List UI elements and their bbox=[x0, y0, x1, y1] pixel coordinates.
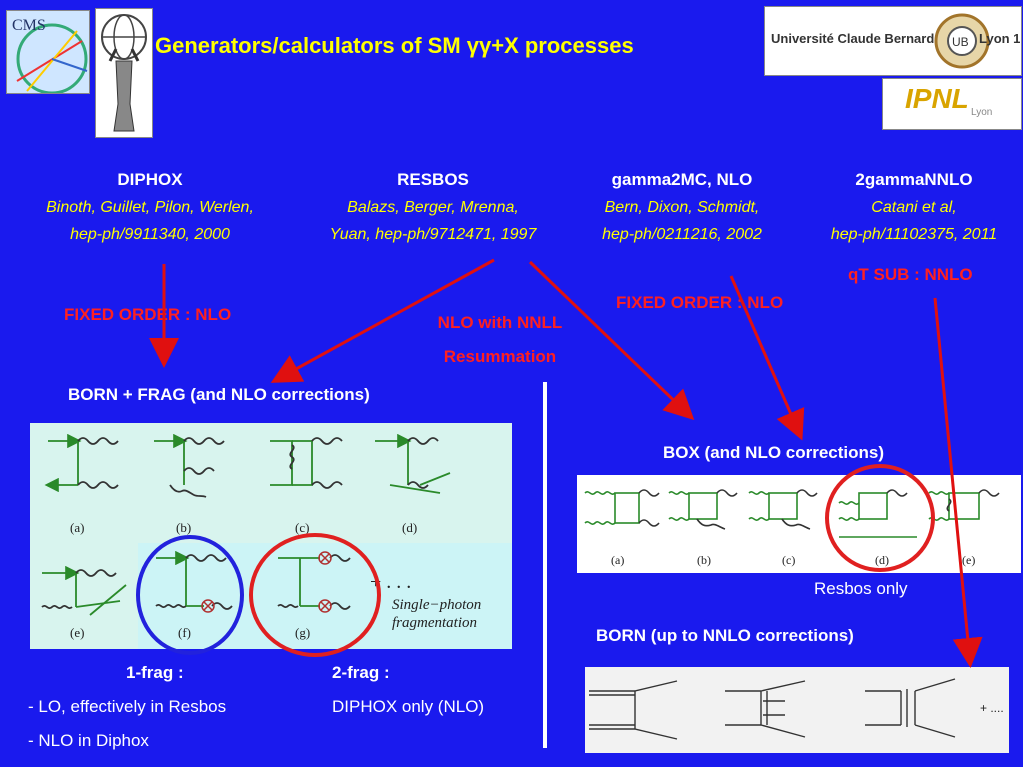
diagram-label: (d) bbox=[875, 553, 889, 567]
arrow-resbos-to-born-frag bbox=[270, 258, 495, 383]
one-frag-highlight bbox=[136, 535, 244, 655]
column-gamma2mc: gamma2MC, NLO Bern, Dixon, Schmidt, hep-… bbox=[572, 170, 792, 244]
diagram-label: (e) bbox=[70, 625, 85, 640]
diagram-label: (g) bbox=[295, 625, 311, 640]
university-seal-icon: UB bbox=[934, 13, 990, 69]
ipnl-logo-subtext: Lyon bbox=[971, 107, 993, 118]
label-resummation: Resummation bbox=[443, 347, 557, 366]
two-frag-title: 2-frag : bbox=[332, 663, 390, 682]
one-frag-title: 1-frag : bbox=[126, 663, 184, 682]
born-nnlo-plus-more: + .... bbox=[980, 701, 1004, 715]
ipnl-logo-text: IPNL bbox=[905, 83, 969, 114]
born-frag-diagram-panel: (a) (b) (c) (d) (e) (f) (g) + . . . Sing… bbox=[30, 423, 512, 649]
column-name: 2gammaNNLO bbox=[855, 170, 973, 189]
box-diagram-panel: (a) (b) (c) (d) (e) bbox=[577, 475, 1021, 573]
column-name: DIPHOX bbox=[117, 170, 183, 189]
born-nnlo-diagram-panel: + .... bbox=[585, 667, 1009, 753]
atlas-figure-logo bbox=[95, 8, 153, 138]
diagram-label: (a) bbox=[611, 553, 625, 567]
two-frag-highlight bbox=[249, 533, 381, 657]
resbos-only-highlight bbox=[825, 464, 935, 572]
column-2gammannlo: 2gammaNNLO Catani et al, hep-ph/11102375… bbox=[806, 170, 1022, 244]
column-authors: Balazs, Berger, Mrenna, bbox=[347, 199, 519, 216]
column-authors: Bern, Dixon, Schmidt, bbox=[604, 199, 760, 216]
cms-logo: CMS bbox=[6, 10, 90, 95]
atlas-figure-icon bbox=[101, 14, 147, 132]
note-resbos-only: Resbos only bbox=[814, 579, 908, 598]
arrow-2gammannlo-to-born bbox=[933, 297, 983, 668]
column-ref: hep-ph/0211216, 2002 bbox=[602, 226, 762, 243]
column-ref: hep-ph/11102375, 2011 bbox=[830, 226, 998, 243]
fragmentation-caption-2: fragmentation bbox=[392, 615, 477, 631]
cms-logo-text: CMS bbox=[12, 17, 46, 34]
label-nlo-nnll: NLO with NNLL bbox=[437, 313, 563, 332]
column-ref: Yuan, hep-ph/9712471, 1997 bbox=[329, 226, 537, 243]
diagram-label: (a) bbox=[70, 520, 85, 535]
one-frag-note-1: - LO, effectively in Resbos bbox=[28, 697, 227, 716]
column-name: gamma2MC, NLO bbox=[611, 170, 753, 189]
label-fixed-order-diphox: FIXED ORDER : NLO bbox=[64, 305, 232, 324]
column-ref: hep-ph/9911340, 2000 bbox=[70, 226, 230, 243]
diagram-label: (b) bbox=[176, 520, 192, 535]
born-nnlo-diagrams bbox=[589, 678, 956, 740]
svg-text:UB: UB bbox=[952, 35, 969, 49]
heading-born-frag: BORN + FRAG (and NLO corrections) bbox=[68, 385, 370, 404]
ipnl-logo: IPNL Lyon bbox=[882, 78, 1022, 130]
diagram-label: (c) bbox=[295, 520, 310, 535]
heading-box: BOX (and NLO corrections) bbox=[663, 443, 885, 462]
column-authors: Catani et al, bbox=[871, 199, 957, 216]
arrow-gamma2mc-to-box bbox=[729, 275, 805, 441]
born-frag-diagrams bbox=[41, 433, 451, 616]
diagram-label: (d) bbox=[402, 520, 418, 535]
column-authors: Binoth, Guillet, Pilon, Werlen, bbox=[46, 199, 254, 216]
column-resbos: RESBOS Balazs, Berger, Mrenna, Yuan, hep… bbox=[296, 170, 570, 244]
label-qt-sub: qT SUB : NNLO bbox=[848, 265, 973, 284]
arrow-resbos-to-box bbox=[528, 260, 695, 421]
heading-born-nnlo: BORN (up to NNLO corrections) bbox=[596, 626, 854, 645]
column-diphox: DIPHOX Binoth, Guillet, Pilon, Werlen, h… bbox=[4, 170, 296, 244]
column-name: RESBOS bbox=[397, 170, 469, 189]
university-lyon: Lyon 1 bbox=[979, 31, 1021, 46]
box-diagrams bbox=[584, 489, 1000, 538]
diagram-label: (f) bbox=[178, 625, 191, 640]
diagram-label: (e) bbox=[962, 553, 976, 567]
one-frag-note-2: - NLO in Diphox bbox=[28, 731, 149, 750]
vertical-divider bbox=[543, 382, 547, 748]
university-name: Université Claude Bernard bbox=[771, 31, 935, 46]
highlight-circles bbox=[136, 533, 381, 657]
two-frag-note-1: DIPHOX only (NLO) bbox=[332, 697, 485, 716]
page-title: Generators/calculators of SM γγ+X proces… bbox=[155, 33, 634, 58]
diagram-label: (c) bbox=[782, 553, 796, 567]
university-logo: Université Claude Bernard UB Lyon 1 bbox=[764, 6, 1022, 76]
diagram-label: (b) bbox=[697, 553, 711, 567]
fragmentation-caption-1: Single−photon bbox=[392, 597, 482, 613]
